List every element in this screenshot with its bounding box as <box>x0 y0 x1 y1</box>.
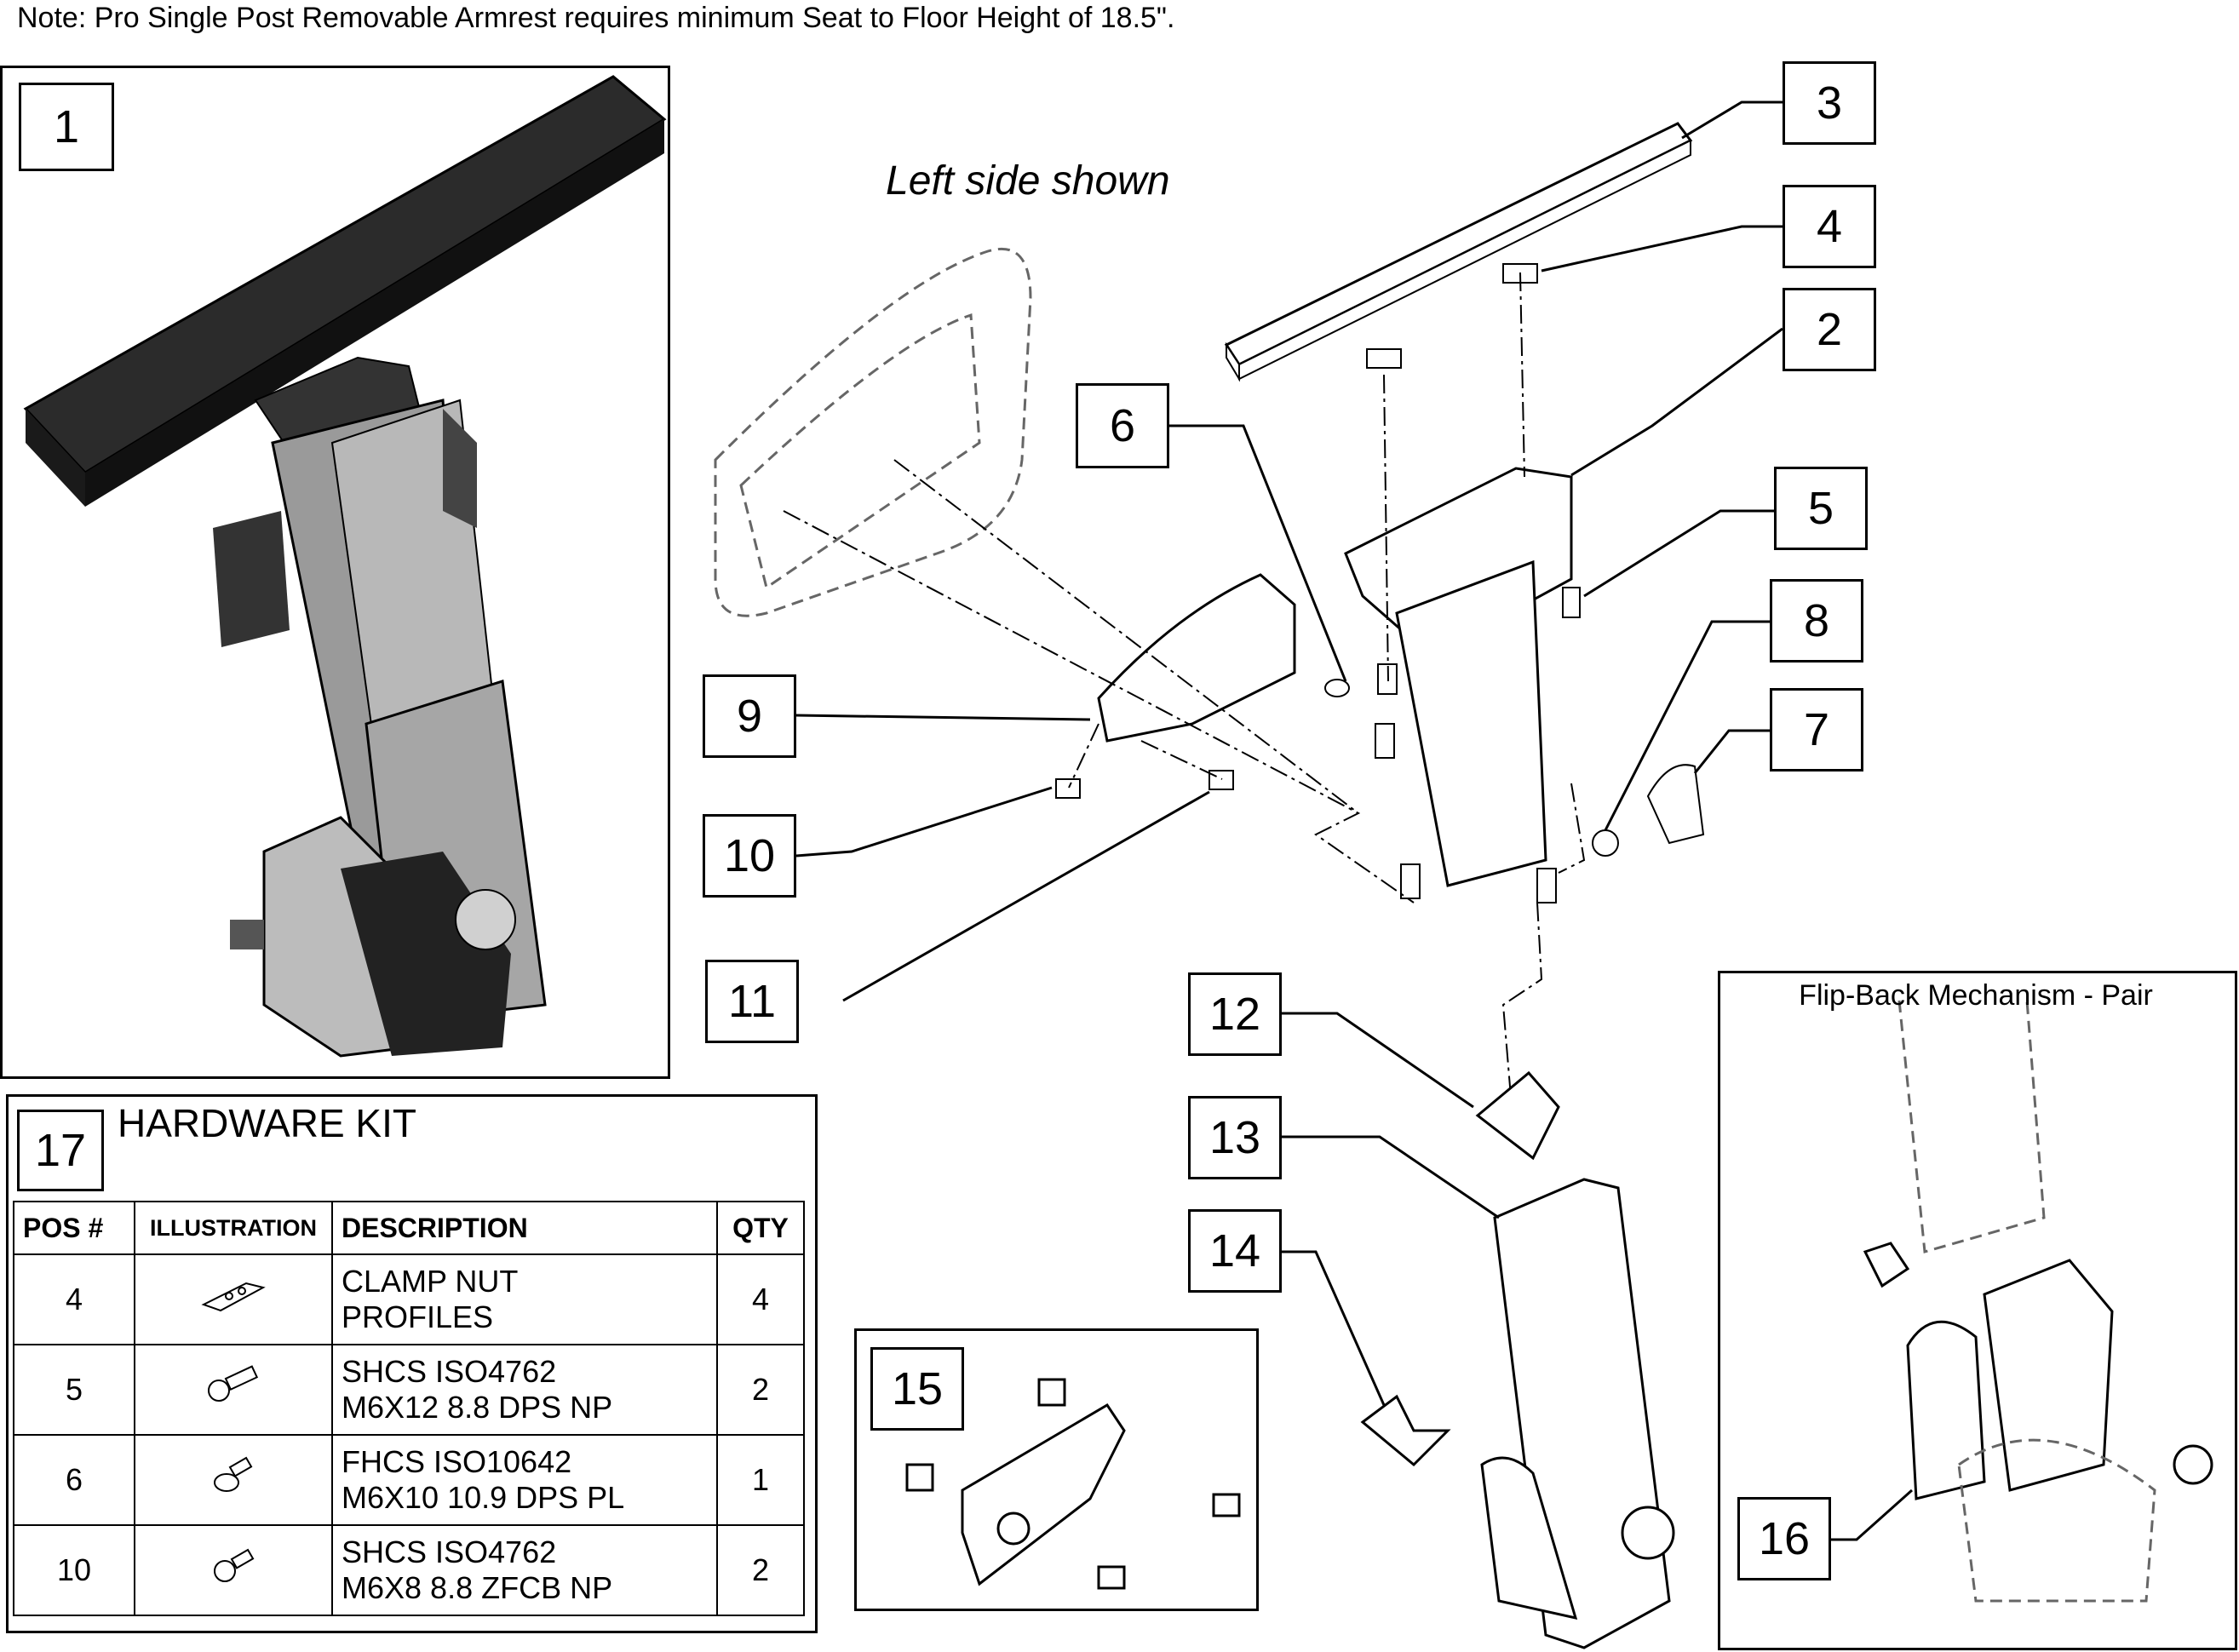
callout-15: 15 <box>870 1347 964 1431</box>
callout-3: 3 <box>1783 61 1876 145</box>
hardware-kit-panel <box>6 1094 818 1633</box>
row-pos: 4 <box>13 1253 135 1345</box>
flip-back-mechanism <box>1863 1242 2213 1500</box>
flip-back-phantom <box>1897 1000 2156 1603</box>
callout-6: 6 <box>1076 383 1169 468</box>
row-qty: 2 <box>716 1344 805 1436</box>
row-pos: 5 <box>13 1344 135 1436</box>
hardware-kit-title: HARDWARE KIT <box>118 1101 416 1145</box>
clamp-nut-parts <box>1366 263 1557 903</box>
description-line-1: SHCS ISO4762 <box>342 1534 557 1569</box>
callout-14: 14 <box>1188 1209 1282 1293</box>
assembly-center-lines <box>783 272 1586 1108</box>
callout-13: 13 <box>1188 1096 1282 1179</box>
knob-parts <box>1592 764 1705 857</box>
armpad-phantom <box>714 247 1032 617</box>
armpad-bracket <box>1097 573 1296 743</box>
callout-4: 4 <box>1783 185 1876 268</box>
header-illustration: ILLUSTRATION <box>134 1201 333 1255</box>
row-qty: 4 <box>716 1253 805 1345</box>
description-line-2: PROFILES <box>342 1299 494 1334</box>
post-housing <box>1344 467 1573 887</box>
flip-back-inset-panel <box>1718 971 2237 1650</box>
assembled-view-panel <box>0 66 670 1079</box>
callout-5: 5 <box>1774 467 1868 550</box>
description-line-1: FHCS ISO10642 <box>342 1444 572 1479</box>
callout-9: 9 <box>703 674 796 758</box>
socket-head-screw-icon <box>134 1344 333 1436</box>
callout-7: 7 <box>1770 688 1863 772</box>
header-pos: POS # <box>13 1201 135 1255</box>
lower-post <box>1480 1178 1675 1649</box>
header-description: DESCRIPTION <box>331 1201 718 1255</box>
flip-back-title: Flip-Back Mechanism - Pair <box>1799 979 2153 1012</box>
armrest-top-plate <box>1224 122 1693 382</box>
description-line-1: SHCS ISO4762 <box>342 1354 557 1389</box>
callout-16: 16 <box>1737 1497 1831 1580</box>
description-line-2: M6X12 8.8 DPS NP <box>342 1390 613 1425</box>
callout-1: 1 <box>19 83 114 171</box>
hardware-kit-table: POS # ILLUSTRATION DESCRIPTION QTY 4 CLA… <box>13 1201 805 1616</box>
description-line-1: CLAMP NUT <box>342 1264 519 1299</box>
callout-11: 11 <box>705 960 799 1043</box>
latch-spring <box>1360 1394 1451 1467</box>
row-qty: 2 <box>716 1524 805 1616</box>
hardware-kit-number: 17 <box>17 1110 104 1191</box>
view-orientation-label: Left side shown <box>886 158 1170 204</box>
socket-head-screw-icon <box>134 1524 333 1616</box>
assembled-armrest-illustration <box>23 75 667 1058</box>
seat-height-note: Note: Pro Single Post Removable Armrest … <box>17 2 1175 34</box>
description-line-2: M6X10 10.9 DPS PL <box>342 1480 625 1515</box>
row-pos: 10 <box>13 1524 135 1616</box>
latch-inset-panel <box>854 1328 1259 1611</box>
table-header-row: POS # ILLUSTRATION DESCRIPTION QTY <box>13 1201 805 1255</box>
description-line-2: M6X8 8.8 ZFCB NP <box>342 1570 613 1605</box>
callout-10: 10 <box>703 814 796 898</box>
callout-2: 2 <box>1783 288 1876 371</box>
callout-12: 12 <box>1188 972 1282 1056</box>
row-pos: 6 <box>13 1434 135 1526</box>
row-qty: 1 <box>716 1434 805 1526</box>
callout-8: 8 <box>1770 579 1863 663</box>
leader-lines <box>795 100 1913 1541</box>
latch-assembly <box>905 1378 1241 1590</box>
clamp-nut-icon <box>134 1253 333 1345</box>
flat-head-screw-icon <box>134 1434 333 1526</box>
flip-clip <box>1475 1070 1560 1161</box>
header-qty: QTY <box>716 1201 805 1255</box>
